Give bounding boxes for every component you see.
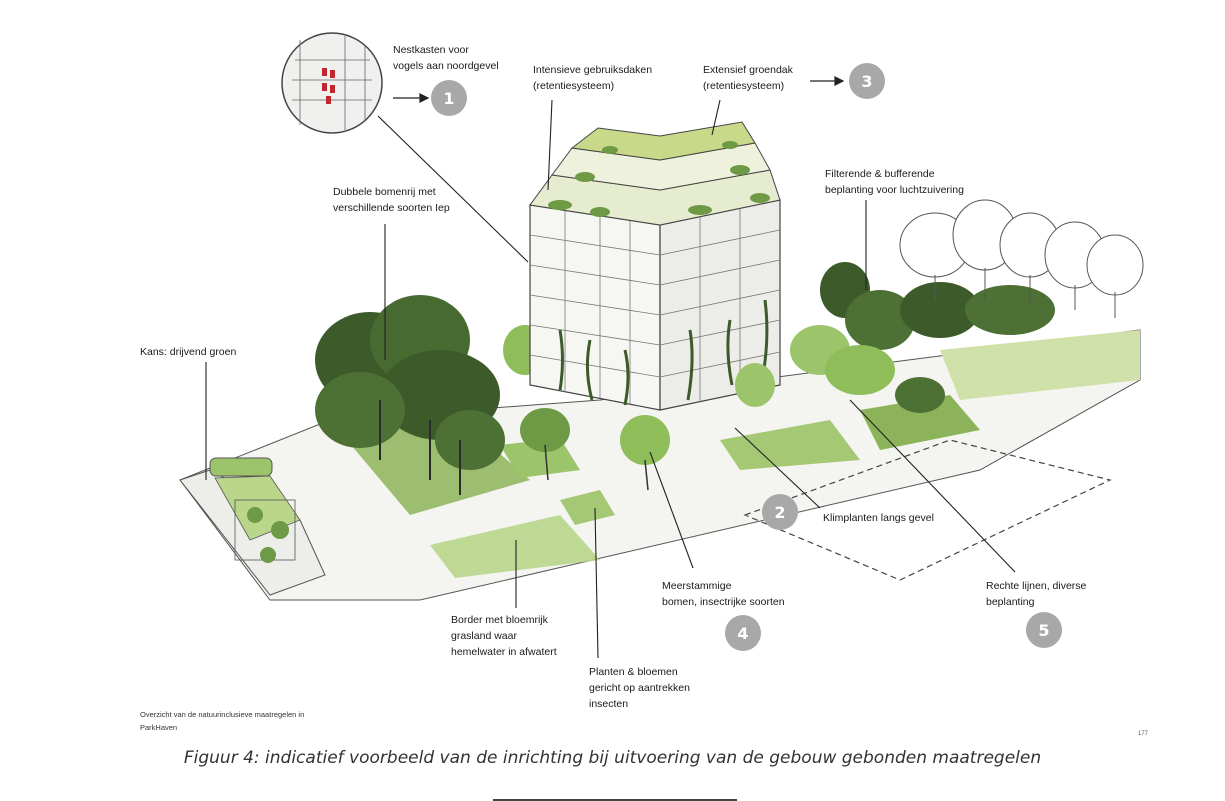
badge-4: 4 bbox=[725, 615, 761, 651]
badge-3: 3 bbox=[849, 63, 885, 99]
label-kans-drijvend-groen: Kans: drijvend groen bbox=[140, 346, 237, 358]
badge-1: 1 bbox=[431, 80, 467, 116]
arrows bbox=[393, 76, 845, 103]
label-meerstammige-bomen: Meerstammige bomen, insectrijke soorten bbox=[662, 580, 785, 608]
figure-credit: Overzicht van de natuurinclusieve maatre… bbox=[140, 710, 305, 732]
label-extensief-groendak: Extensief groendak (retentiesysteem) bbox=[703, 64, 793, 92]
double-tree-row bbox=[315, 295, 505, 495]
label-intensieve-daken: Intensieve gebruiksdaken (retentiesystee… bbox=[533, 64, 653, 92]
label-klimplanten: Klimplanten langs gevel bbox=[823, 512, 934, 524]
nest-box-inset bbox=[281, 32, 383, 134]
filter-planting bbox=[735, 262, 1055, 413]
page-number: 177 bbox=[1138, 731, 1149, 737]
label-filterende-beplanting: Filterende & bufferende beplanting voor … bbox=[825, 168, 964, 196]
label-nestkasten: Nestkasten voor vogels aan noordgevel bbox=[393, 44, 499, 72]
badge-5: 5 bbox=[1026, 612, 1062, 648]
divider-line bbox=[493, 799, 737, 801]
building-tower bbox=[529, 121, 781, 411]
badge-2: 2 bbox=[762, 494, 798, 530]
label-planten-bloemen: Planten & bloemen gericht op aantrekken … bbox=[589, 666, 690, 710]
leader-lines bbox=[205, 99, 1016, 659]
parking-outline bbox=[743, 439, 1112, 581]
floating-pavilion bbox=[179, 457, 326, 596]
label-border-grasland: Border met bloemrijk grasland waar hemel… bbox=[451, 614, 557, 658]
figure-caption: Figuur 4: indicatief voorbeeld van de in… bbox=[183, 748, 1042, 768]
label-dubbele-bomenrij: Dubbele bomenrij met verschillende soort… bbox=[333, 186, 450, 214]
sketch-trees bbox=[899, 199, 1144, 318]
label-rechte-lijnen: Rechte lijnen, diverse beplanting bbox=[986, 580, 1087, 608]
